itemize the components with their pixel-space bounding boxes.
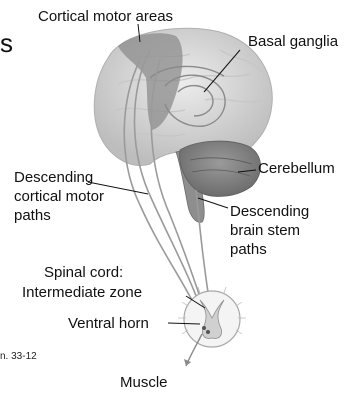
label-line: paths	[14, 206, 104, 225]
label-intermediate-zone: Intermediate zone	[22, 284, 142, 302]
label-cerebellum: Cerebellum	[258, 160, 335, 178]
label-descending-brain-stem-paths: Descending brain stem paths	[230, 202, 309, 259]
label-muscle: Muscle	[120, 374, 168, 392]
figure-reference: n. 33-12	[0, 348, 37, 366]
label-ventral-horn: Ventral horn	[68, 315, 149, 333]
spinal-cord-section	[178, 287, 246, 347]
label-line: Descending	[230, 202, 309, 221]
arrow-head-icon	[184, 359, 191, 366]
label-basal-ganglia: Basal ganglia	[248, 33, 338, 51]
label-line: paths	[230, 240, 309, 259]
label-cortical-motor-areas: Cortical motor areas	[38, 8, 173, 26]
label-descending-cortical-motor-paths: Descending cortical motor paths	[14, 168, 104, 225]
label-line: brain stem	[230, 221, 309, 240]
label-line: Descending	[14, 168, 104, 187]
cut-off-letter: s	[0, 34, 13, 52]
label-spinal-cord: Spinal cord:	[44, 264, 123, 282]
label-line: cortical motor	[14, 187, 104, 206]
